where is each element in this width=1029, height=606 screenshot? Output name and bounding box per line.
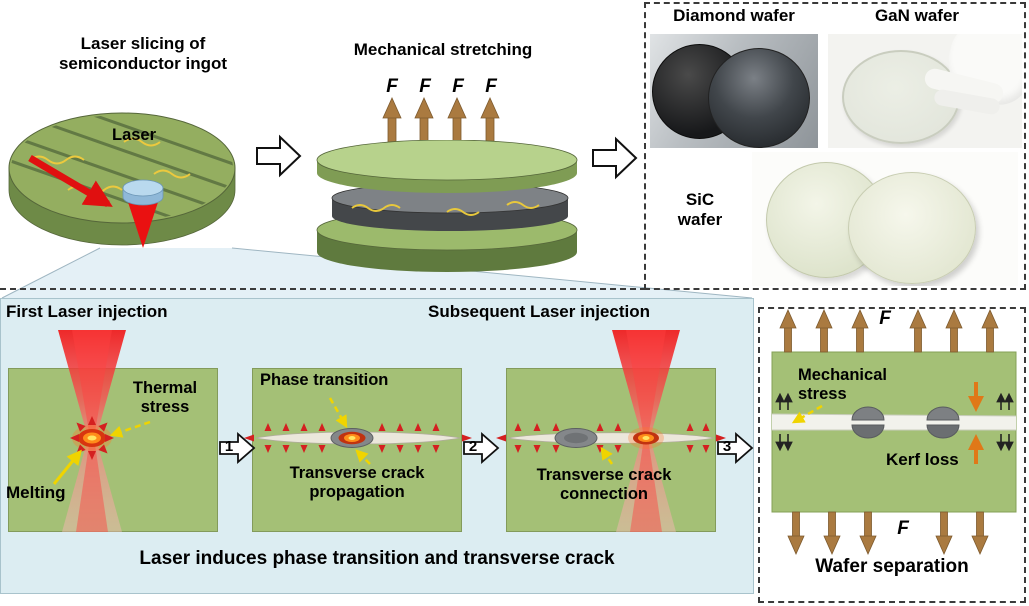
- sic-wafer-label: SiC wafer: [677, 190, 723, 229]
- kerf-loss-label: Kerf loss: [886, 450, 959, 469]
- crack-squiggles: [351, 201, 540, 216]
- first-injection-header: First Laser injection: [6, 302, 168, 321]
- laser-lens-top: [122, 179, 164, 197]
- step-arrow-icons: [219, 432, 754, 464]
- section-divider: [0, 288, 646, 290]
- stretching-title: Mechanical stretching: [353, 40, 533, 59]
- top-plate-top: [316, 140, 578, 181]
- laser-label: Laser: [111, 126, 157, 144]
- transverse-crack-connected: [507, 432, 715, 444]
- step-number-3: 3: [722, 438, 732, 455]
- wafer-separation-caption: Wafer separation: [815, 556, 969, 577]
- stretching-stack: [316, 140, 578, 272]
- annotation-arrows: [52, 397, 614, 485]
- sic-wafer-disc-2: [848, 172, 976, 284]
- melting-label: Melting: [6, 483, 66, 502]
- kerf-gap: [772, 414, 1016, 430]
- flow-arrow-1-icon: [256, 134, 302, 178]
- separation-force-label-top: F: [879, 308, 891, 329]
- melt-spot-2-icon: [628, 427, 664, 449]
- force-arrows-bottom: [787, 511, 989, 555]
- cooled-node: [554, 428, 598, 448]
- force-label-1: F: [386, 76, 398, 97]
- crack-connection-label: Transverse crack connection: [536, 466, 672, 503]
- force-label-3: F: [452, 76, 464, 97]
- scan-direction-arrow: [28, 154, 113, 208]
- stress-arrows: [70, 416, 726, 460]
- process-graphics: [52, 330, 754, 532]
- step-number-1: 1: [224, 438, 234, 455]
- step-number-2: 2: [468, 438, 478, 455]
- diamond-wafer-photo: [650, 34, 818, 148]
- force-label-4: F: [485, 76, 497, 97]
- subsequent-injection-header: Subsequent Laser injection: [428, 302, 650, 321]
- split-particle-1: [851, 406, 885, 439]
- laser-slicing-title: Laser slicing of semiconductor ingot: [58, 34, 228, 73]
- crack-propagation-label: Transverse crack propagation: [289, 464, 425, 501]
- flow-arrow-2-icon: [592, 136, 638, 180]
- gan-wafer-photo: [828, 34, 1022, 148]
- separation-mini-arrows: [775, 392, 1014, 452]
- wafer-results-box: [644, 2, 1026, 290]
- diamond-wafer-label: Diamond wafer: [673, 6, 795, 25]
- melt-spot-icon: [72, 425, 112, 451]
- separation-force-label-bottom: F: [897, 518, 909, 539]
- mechanical-stress-label: Mechanical stress: [798, 366, 887, 403]
- force-label-2: F: [419, 76, 431, 97]
- mechanical-stress-arrow: [791, 404, 823, 424]
- thermal-stress-label: Thermal stress: [132, 379, 198, 416]
- gan-wafer-label: GaN wafer: [874, 6, 960, 25]
- separation-graphics: [771, 309, 1017, 555]
- subsequent-laser-beam-icon: [612, 330, 680, 532]
- ingot-illustration: [8, 112, 236, 248]
- process-caption: Laser induces phase transition and trans…: [139, 548, 615, 569]
- diamond-wafer-disc-2: [708, 48, 810, 148]
- laser-cone-icon: [126, 196, 160, 248]
- sic-wafer-photo: [752, 152, 1018, 286]
- phase-transition-label: Phase transition: [260, 371, 389, 389]
- split-particle-2: [926, 406, 960, 439]
- phase-transition-node: [330, 428, 374, 448]
- force-arrows-top: [779, 309, 999, 353]
- separated-wafer-block: [771, 351, 1017, 513]
